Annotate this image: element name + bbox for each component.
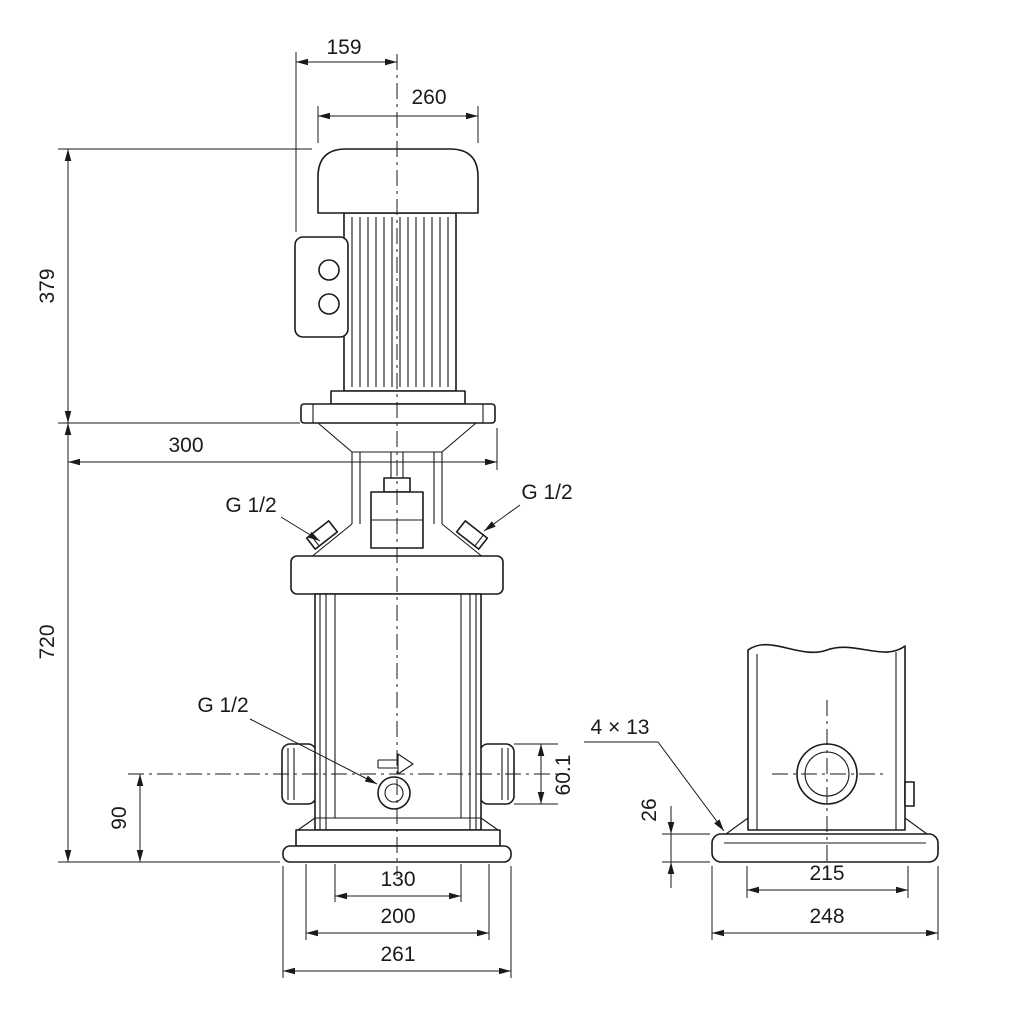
head-shoulders <box>309 523 485 559</box>
stool-flange-bolts <box>312 404 484 423</box>
stool-flange <box>300 403 496 424</box>
dim-159-label: 159 <box>326 36 361 59</box>
drain-plug-label: G 1/2 <box>197 694 248 717</box>
motor-cooling-fins <box>351 217 449 387</box>
dim-260-label: 260 <box>411 86 446 109</box>
dim-60-1-label: 60.1 <box>552 755 575 796</box>
staybolts-and-sleeve <box>315 594 481 830</box>
dim-26-label: 26 <box>638 798 661 821</box>
side-view <box>711 644 939 863</box>
motor <box>294 148 479 405</box>
leader-plug-left <box>280 516 321 542</box>
base-upper <box>295 829 501 847</box>
dim-215-label: 215 <box>809 862 844 885</box>
drain-plug-hex <box>384 783 404 803</box>
plug-left-label: G 1/2 <box>225 494 276 517</box>
motor-fan-cover <box>317 148 479 214</box>
front-view <box>281 148 515 863</box>
dim-130-label: 130 <box>380 868 415 891</box>
side-base-fillets <box>725 817 928 835</box>
dim-261-label: 261 <box>380 943 415 966</box>
extension-lines <box>58 52 939 978</box>
flow-arrow-shaft <box>377 759 398 769</box>
cable-gland-top <box>318 259 340 281</box>
dimensions: 159 260 379 300 720 90 60.1 130 200 261 … <box>36 36 939 978</box>
dim-379-label: 379 <box>36 268 59 303</box>
motor-foot-flange <box>330 390 466 405</box>
plug-right-label: G 1/2 <box>521 481 572 504</box>
pump-head <box>290 520 504 595</box>
priming-plug-right <box>455 520 489 550</box>
dim-300-label: 300 <box>168 434 203 457</box>
base-holes-label: 4 × 13 <box>591 716 650 739</box>
base-fillets <box>297 817 499 831</box>
priming-plug-left <box>305 520 339 550</box>
leader-plug-right <box>483 504 521 532</box>
pump-base <box>282 817 512 863</box>
flow-arrow-head <box>397 753 414 775</box>
dim-720-label: 720 <box>36 624 59 659</box>
leader-base-holes <box>584 741 725 832</box>
terminal-box <box>294 236 349 338</box>
dim-90-label: 90 <box>108 806 131 829</box>
dim-200-label: 200 <box>380 905 415 928</box>
dim-248-label: 248 <box>809 905 844 928</box>
coupling-guards <box>351 452 443 524</box>
chamber-stack <box>287 593 509 831</box>
drain-plug <box>377 776 411 810</box>
leader-drain-plug <box>249 718 378 785</box>
side-base-plate <box>711 833 939 863</box>
cable-gland-bottom <box>318 293 340 315</box>
nameplate-tab <box>904 781 915 807</box>
side-sleeve-walls <box>756 652 897 830</box>
